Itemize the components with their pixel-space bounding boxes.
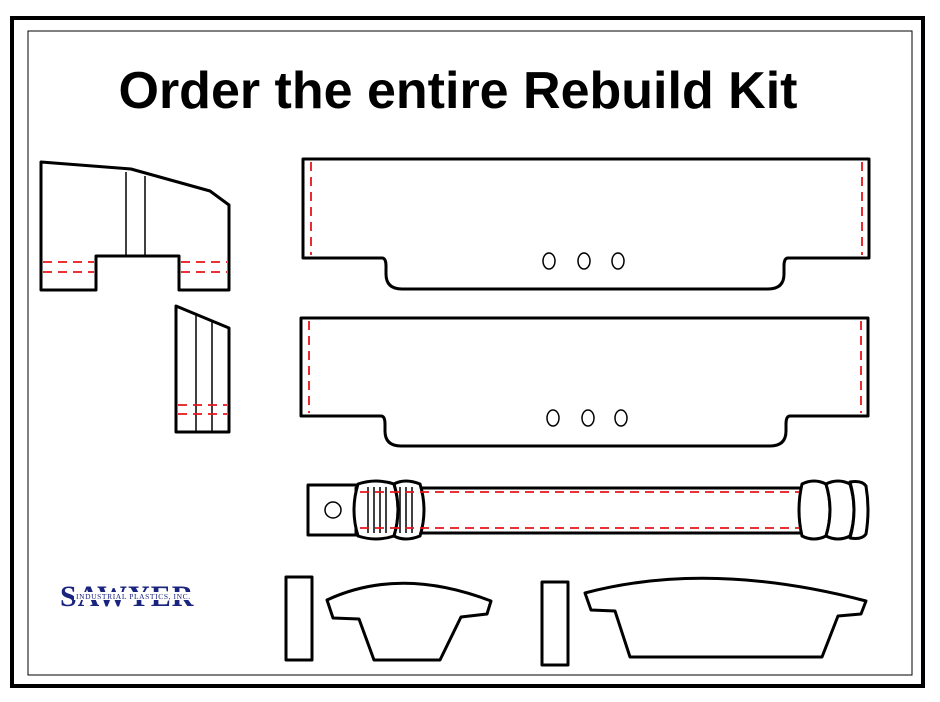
long-rail-part-upper — [301, 157, 871, 291]
handle-bar-part — [306, 479, 870, 541]
curved-seat-part-small — [325, 581, 493, 662]
curved-seat-part-large — [583, 576, 868, 659]
small-spacer-block-left — [284, 575, 314, 662]
end-block-part — [174, 304, 231, 434]
logo-tagline: INDUSTRIAL PLASTICS, INC. — [76, 592, 191, 601]
outer-frame — [10, 16, 925, 688]
page-title: Order the entire Rebuild Kit — [119, 62, 798, 120]
small-spacer-block-right — [540, 580, 570, 667]
inner-frame — [27, 30, 913, 676]
side-panel-part — [39, 160, 231, 292]
long-rail-part-lower — [299, 316, 870, 448]
sawyer-logo: SAWYER INDUSTRIAL PLASTICS, INC. — [60, 580, 210, 613]
